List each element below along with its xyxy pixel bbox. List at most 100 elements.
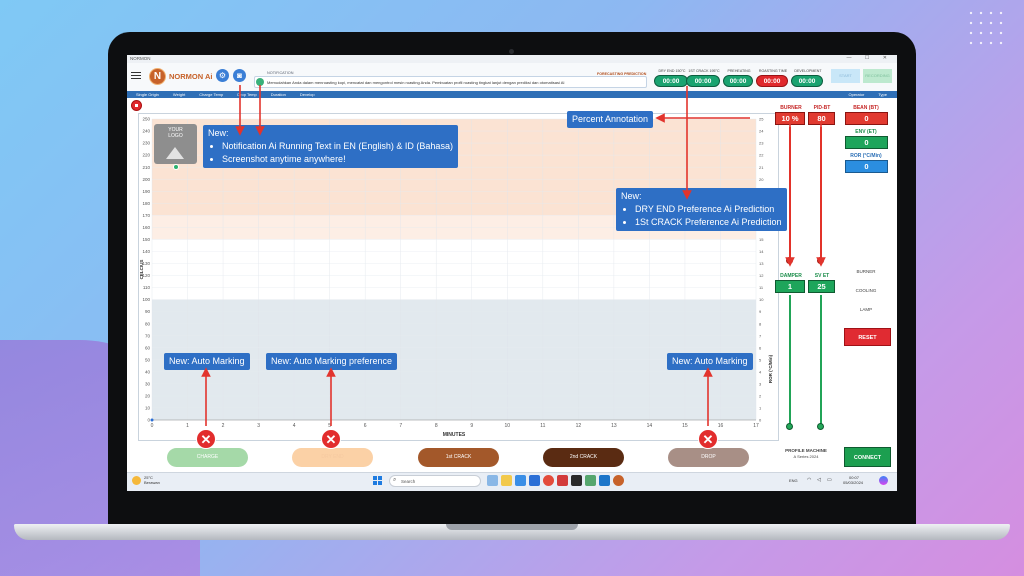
taskbar-search-input[interactable]: Search: [389, 475, 481, 487]
y2-tick-label-6: 6: [759, 345, 762, 350]
y2-axis-label: ROR (°C/Min): [768, 354, 773, 383]
y-axis-label: CELCIUS: [139, 260, 144, 280]
pid-bt-label: PID-BT: [813, 105, 831, 111]
y-tick-label-30: 30: [145, 381, 151, 386]
y2-tick-label-10: 10: [759, 297, 764, 302]
app-icon-9[interactable]: [599, 475, 610, 486]
cooling-toggle[interactable]: COOLING: [855, 288, 877, 293]
damper-label: DAMPER: [780, 273, 802, 279]
hamburger-menu-icon[interactable]: [131, 72, 141, 79]
y-tick-label-210: 210: [142, 165, 150, 170]
y-tick-label-190: 190: [142, 189, 150, 194]
y-tick-label-80: 80: [145, 321, 151, 326]
x-tick-label-17: 17: [753, 423, 759, 429]
mail-app-icon[interactable]: [515, 475, 526, 486]
tab-weight[interactable]: Weight: [172, 92, 186, 97]
callout-notif-item-2: Screenshot anytime anywhere!: [222, 153, 453, 166]
clock-date[interactable]: 05/03/2024: [843, 480, 864, 485]
y2-tick-label-9: 9: [759, 309, 762, 314]
y2-tick-label-8: 8: [759, 321, 762, 326]
x-tick-label-7: 7: [399, 423, 402, 429]
start-button[interactable]: START: [831, 69, 860, 83]
y2-tick-label-7: 7: [759, 333, 762, 338]
language-indicator[interactable]: ENG: [789, 478, 798, 483]
charge-button[interactable]: CHARGE: [167, 448, 248, 467]
your-logo-placeholder[interactable]: YOUR LOGO: [154, 124, 197, 164]
task-view-icon[interactable]: [487, 475, 498, 486]
settings-gear-icon[interactable]: ⚙: [216, 69, 229, 82]
y-tick-label-220: 220: [142, 153, 150, 158]
tab-charge-temp[interactable]: Charge Temp: [199, 92, 224, 97]
reset-button[interactable]: RESET: [844, 328, 891, 346]
brand-name: NORMON Ai: [169, 72, 213, 81]
burner-toggle[interactable]: BURNER: [856, 269, 876, 274]
sv-slider-track[interactable]: [820, 295, 822, 425]
damper-slider-handle[interactable]: [786, 423, 793, 430]
profile-tabbar: Single Origin Weight Charge Temp Drop Te…: [127, 91, 897, 98]
forecast-label-roasting-time: ROASTING TIME: [758, 69, 788, 73]
screenshot-camera-icon[interactable]: ◙: [233, 69, 246, 82]
y2-tick-label-11: 11: [759, 285, 764, 290]
callout-new-notification: New: Notification Ai Running Text in EN …: [203, 125, 458, 168]
tab-develop[interactable]: Develop: [299, 92, 315, 97]
app-icon-8[interactable]: [585, 475, 596, 486]
notification-text: Memudahkan Anda dalam menroasting kopi, …: [267, 80, 565, 85]
tab-duration[interactable]: Duration: [270, 92, 286, 97]
wifi-icon[interactable]: ◠: [807, 477, 812, 483]
lamp-toggle[interactable]: LAMP: [859, 307, 873, 312]
recording-button[interactable]: RECORDING: [863, 69, 892, 83]
dry-end-button[interactable]: DRY END: [292, 448, 373, 467]
forecast-value-1st-crack: 00:00: [686, 75, 720, 87]
x-tick-label-5: 5: [328, 423, 331, 429]
window-controls[interactable]: — ☐ ✕: [846, 55, 893, 61]
forecast-value-preheating: 00:00: [723, 75, 753, 87]
copilot-icon[interactable]: [879, 476, 888, 485]
x-tick-label-0: 0: [151, 423, 154, 429]
y-tick-label-70: 70: [145, 333, 151, 338]
y-tick-label-60: 60: [145, 345, 151, 350]
y-tick-label-250: 250: [142, 117, 150, 122]
y2-tick-label-13: 13: [759, 261, 764, 266]
tab-single-origin[interactable]: Single Origin: [136, 92, 159, 97]
y2-tick-label-0: 0: [759, 418, 762, 423]
forecast-value-development: 00:00: [791, 75, 823, 87]
taskbar-search-label: Search: [401, 479, 416, 484]
tab-drop-temp[interactable]: Drop Temp: [237, 92, 257, 97]
y2-tick-label-15: 15: [759, 237, 764, 242]
clock-time[interactable]: 00:07: [849, 475, 860, 480]
auto-mark-x-icon-charge: ✕: [196, 429, 216, 449]
windows-start-icon[interactable]: [373, 476, 382, 485]
battery-icon[interactable]: ▭: [827, 477, 832, 483]
drop-button[interactable]: DROP: [668, 448, 749, 467]
stop-record-button[interactable]: [131, 100, 142, 111]
sv-slider-handle[interactable]: [817, 423, 824, 430]
y-tick-label-150: 150: [142, 237, 150, 242]
file-explorer-icon[interactable]: [501, 475, 512, 486]
x-tick-label-14: 14: [647, 423, 653, 429]
windows-taskbar: [127, 472, 897, 491]
chrome-browser-icon[interactable]: [543, 475, 554, 486]
y2-tick-label-3: 3: [759, 381, 762, 386]
window-title: NORMON: [130, 56, 151, 61]
second-crack-button[interactable]: 2nd CRACK: [543, 448, 624, 467]
x-tick-label-8: 8: [435, 423, 438, 429]
damper-slider-track[interactable]: [789, 295, 791, 425]
tab-operator[interactable]: Operator: [848, 92, 865, 97]
store-app-icon[interactable]: [529, 475, 540, 486]
logo-upload-indicator[interactable]: [173, 164, 179, 170]
tab-type[interactable]: Type: [878, 92, 887, 97]
volume-icon[interactable]: ◁: [817, 477, 821, 483]
connect-button[interactable]: CONNECT: [844, 447, 891, 467]
weather-desc: Berawan: [144, 480, 160, 485]
your-logo-text: YOUR LOGO: [168, 127, 183, 139]
y2-tick-label-5: 5: [759, 357, 762, 362]
first-crack-button[interactable]: 1st CRACK: [418, 448, 499, 467]
forecast-label-1st-crack: 1ST CRACK 195°C: [688, 69, 720, 73]
weather-icon: [132, 476, 141, 485]
app-icon-6[interactable]: [557, 475, 568, 486]
forecast-value-roasting-time: 00:00: [756, 75, 788, 87]
app-icon-7[interactable]: [571, 475, 582, 486]
y-tick-label-200: 200: [142, 177, 150, 182]
forecast-title: FORECASTING PREDICTION: [597, 72, 647, 76]
normon-app-icon[interactable]: [613, 475, 624, 486]
